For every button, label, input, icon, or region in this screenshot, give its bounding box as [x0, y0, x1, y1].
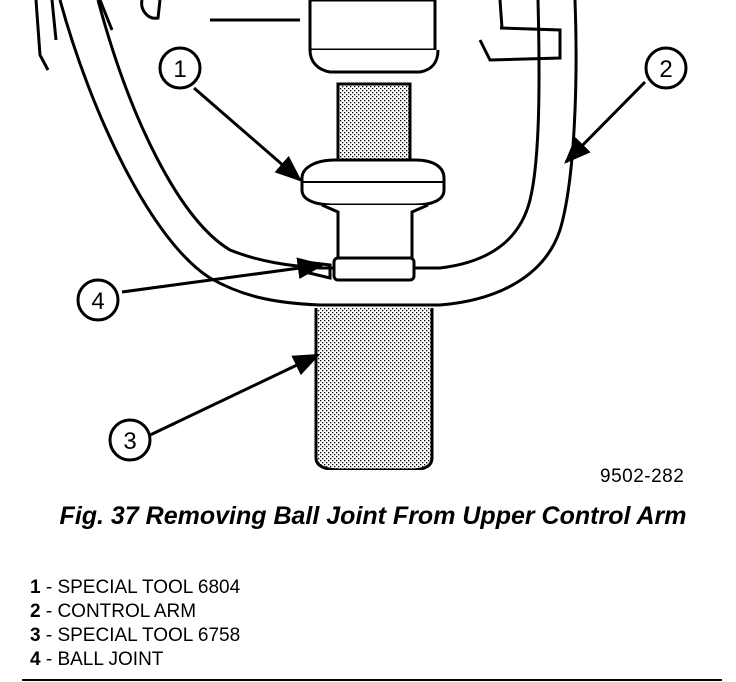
legend-text: - CONTROL ARM — [40, 601, 197, 622]
legend-number: 3 — [30, 625, 41, 646]
callout-3-label: 3 — [123, 428, 136, 455]
callout-2-label: 2 — [659, 56, 672, 83]
receiver-tool-6804 — [300, 0, 446, 207]
background-linework — [34, 0, 300, 71]
figure-id: 9502-282 — [600, 466, 685, 487]
ball-joint — [321, 203, 429, 282]
legend-number: 4 — [30, 649, 41, 670]
callout-3: 3 — [108, 418, 152, 462]
callout-leaders — [121, 80, 647, 438]
legend-text: - SPECIAL TOOL 6758 — [40, 625, 241, 646]
callout-1-label: 1 — [173, 56, 186, 83]
legend-text: - SPECIAL TOOL 6804 — [40, 577, 241, 598]
legend-item: 2 - CONTROL ARM — [30, 600, 240, 624]
adapter-tool-6758 — [314, 308, 434, 470]
legend-item: 3 - SPECIAL TOOL 6758 — [30, 624, 240, 648]
legend-text: - BALL JOINT — [40, 649, 164, 670]
callout-2: 2 — [644, 46, 688, 90]
ball-joint-removal-illustration: 1 2 4 3 — [34, 0, 688, 470]
bottom-rule — [22, 679, 722, 681]
callout-1: 1 — [158, 46, 202, 90]
legend-item: 1 - SPECIAL TOOL 6804 — [30, 576, 240, 600]
callout-4: 4 — [76, 278, 120, 322]
legend: 1 - SPECIAL TOOL 6804 2 - CONTROL ARM 3 … — [30, 576, 240, 672]
figure-caption: Fig. 37 Removing Ball Joint From Upper C… — [59, 502, 687, 530]
legend-item: 4 - BALL JOINT — [30, 648, 240, 672]
legend-number: 1 — [30, 577, 41, 598]
callout-4-label: 4 — [91, 288, 104, 315]
legend-number: 2 — [30, 601, 41, 622]
